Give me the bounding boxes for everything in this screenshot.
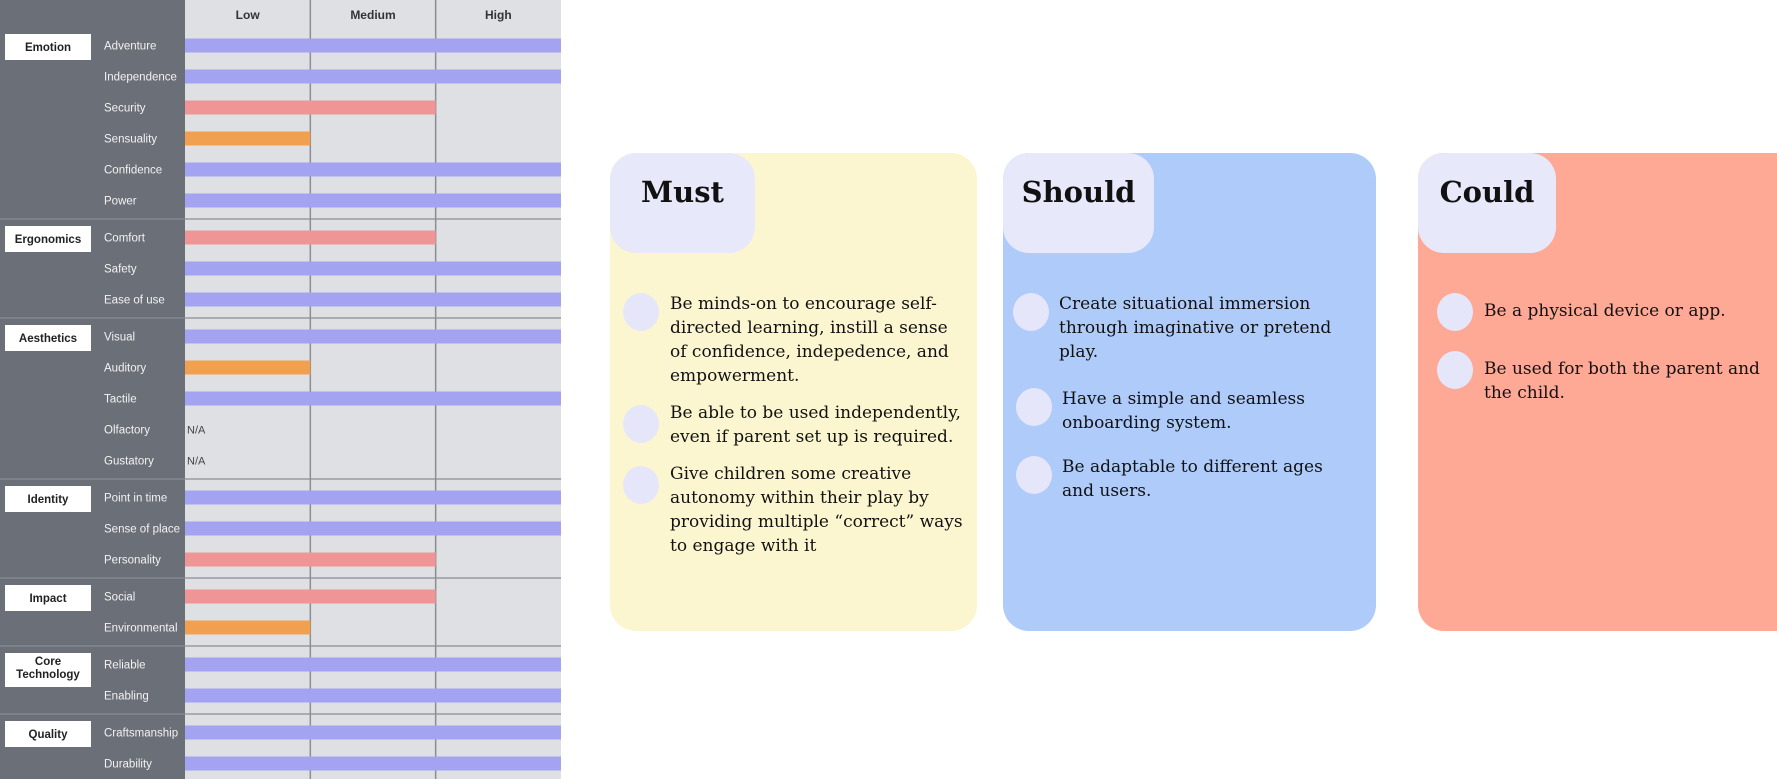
bar-auditory — [185, 360, 311, 375]
should-tab: Should — [1003, 153, 1154, 253]
row-label: Personality — [104, 555, 161, 567]
row-label: Reliable — [104, 660, 146, 672]
row-label: Craftsmanship — [104, 728, 178, 740]
row-label: Security — [104, 103, 146, 115]
na-label: N/A — [187, 425, 206, 437]
group-label: Technology — [16, 669, 80, 681]
must-item-1: Be minds-on to encourage self-directed l… — [670, 294, 949, 386]
group-label-box — [5, 486, 91, 512]
could-title: Could — [1439, 175, 1535, 209]
could-bullet-2 — [1437, 351, 1473, 389]
bar-enabling — [185, 688, 561, 703]
row-label: Ease of use — [104, 295, 165, 307]
bar-social — [185, 589, 436, 604]
group-label-box — [5, 325, 91, 351]
row-label: Power — [104, 196, 137, 208]
row-label: Durability — [104, 759, 152, 771]
column-header-high: High — [485, 8, 512, 22]
bar-independence — [185, 69, 561, 84]
must-bullet-2 — [623, 405, 659, 443]
bar-safety — [185, 261, 561, 276]
group-label-box — [5, 226, 91, 252]
row-label: Auditory — [104, 363, 146, 375]
group-label: Identity — [28, 494, 69, 506]
could-tab: Could — [1418, 153, 1556, 253]
row-label: Enabling — [104, 691, 149, 703]
bar-visual — [185, 329, 561, 344]
should-bullet-3 — [1016, 456, 1052, 494]
row-label: Confidence — [104, 165, 162, 177]
could-item-1: Be a physical device or app. — [1484, 301, 1726, 321]
bar-personality — [185, 552, 436, 567]
bar-confidence — [185, 162, 561, 177]
bar-power — [185, 193, 561, 208]
must-title: Must — [641, 175, 724, 209]
bar-reliable — [185, 657, 561, 672]
could-bullet-1 — [1437, 293, 1473, 331]
bar-adventure — [185, 38, 561, 53]
bar-sense-of-place — [185, 521, 561, 536]
bar-durability — [185, 756, 561, 771]
group-label-box — [5, 585, 91, 611]
row-label: Visual — [104, 332, 135, 344]
row-label: Sensuality — [104, 134, 157, 146]
bar-tactile — [185, 391, 561, 406]
group-label-box — [5, 721, 91, 747]
must-tab: Must — [610, 153, 755, 253]
group-label: Aesthetics — [19, 333, 77, 345]
bar-sensuality — [185, 131, 311, 146]
should-title: Should — [1021, 175, 1136, 209]
row-label: Environmental — [104, 623, 178, 635]
group-label: Quality — [29, 729, 69, 741]
bar-security — [185, 100, 436, 115]
group-label: Emotion — [25, 42, 71, 54]
row-label: Sense of place — [104, 524, 180, 536]
must-item-2: Be able to be used independently,even if… — [670, 403, 961, 447]
must-bullet-1 — [623, 293, 659, 331]
row-label: Adventure — [104, 41, 156, 53]
row-label: Gustatory — [104, 456, 154, 468]
na-label: N/A — [187, 456, 206, 468]
should-bullet-1 — [1013, 293, 1049, 331]
row-label: Olfactory — [104, 425, 150, 437]
bar-comfort — [185, 230, 436, 245]
sidebar-background — [0, 0, 185, 779]
column-header-low: Low — [236, 8, 261, 22]
must-card: Must Be minds-on to encourage self-direc… — [610, 153, 977, 631]
row-label: Independence — [104, 72, 177, 84]
column-header-medium: Medium — [350, 8, 395, 22]
group-label: Ergonomics — [15, 234, 81, 246]
row-label: Social — [104, 592, 135, 604]
must-bullet-3 — [623, 466, 659, 504]
could-card: Could Be a physical device or app. Be us… — [1418, 153, 1777, 631]
bar-environmental — [185, 620, 311, 635]
row-label: Tactile — [104, 394, 137, 406]
bar-craftsmanship — [185, 725, 561, 740]
bar-ease-of-use — [185, 292, 561, 307]
group-label-box — [5, 34, 91, 60]
group-label: Impact — [29, 593, 66, 605]
group-label-box — [5, 653, 91, 687]
row-label: Comfort — [104, 233, 146, 245]
row-label: Point in time — [104, 493, 167, 505]
should-bullet-2 — [1016, 388, 1052, 426]
group-label: Core — [35, 656, 61, 668]
bar-point-in-time — [185, 490, 561, 505]
row-label: Safety — [104, 264, 137, 276]
